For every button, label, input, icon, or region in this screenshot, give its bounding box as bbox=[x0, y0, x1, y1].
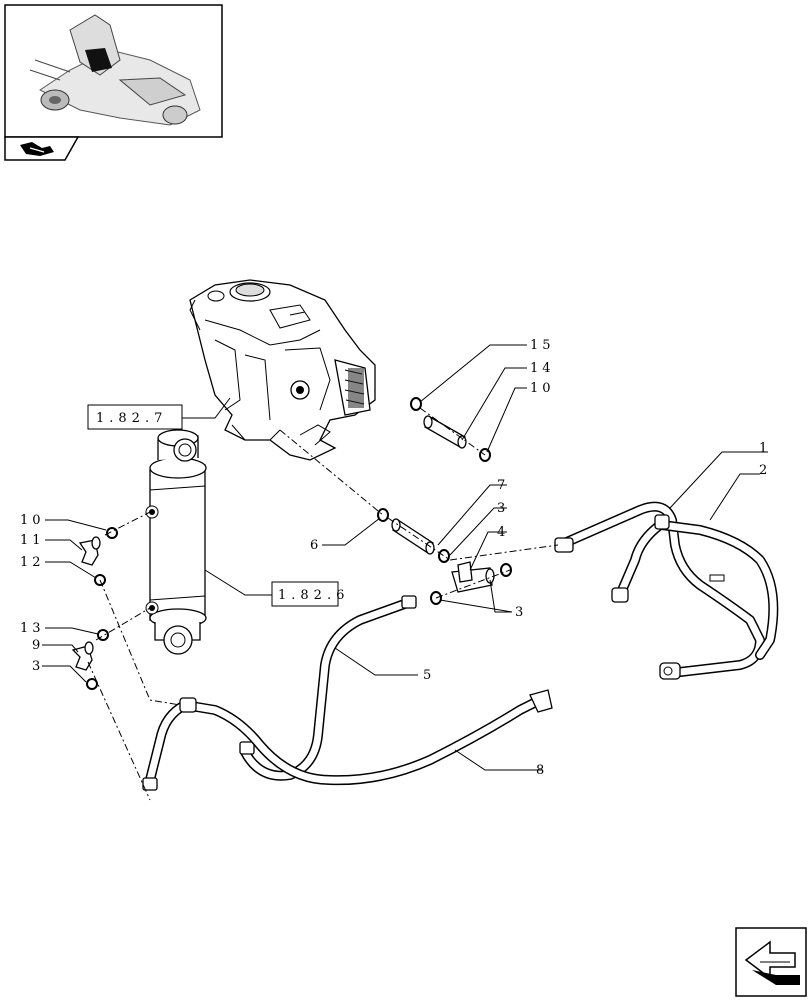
callout-3-c: 3 bbox=[32, 659, 44, 674]
reference-box-valve: 1.82.7 bbox=[87, 404, 183, 430]
hose-1 bbox=[555, 501, 765, 677]
elbow-11 bbox=[78, 536, 101, 566]
callout-13: 13 bbox=[20, 621, 45, 636]
callout-3-b: 3 bbox=[515, 605, 527, 620]
control-valve-assembly bbox=[189, 279, 376, 461]
o-ring-15 bbox=[410, 397, 422, 411]
callout-10-lower: 10 bbox=[20, 513, 45, 528]
callout-11: 11 bbox=[20, 533, 45, 548]
callout-7: 7 bbox=[497, 478, 509, 493]
callout-10-upper: 10 bbox=[530, 381, 555, 396]
assembly-lines bbox=[87, 407, 559, 801]
callouts: 1 2 3 3 3 4 5 6 7 8 9 10 10 11 12 13 14 … bbox=[20, 338, 771, 778]
reference-valve-label: 1.82.7 bbox=[96, 411, 167, 426]
o-ring-3-left bbox=[86, 678, 98, 690]
callout-8: 8 bbox=[536, 763, 548, 778]
callout-14: 14 bbox=[530, 361, 555, 376]
section-arrow-icon bbox=[4, 136, 80, 161]
callout-15: 15 bbox=[530, 338, 555, 353]
callout-4: 4 bbox=[497, 525, 509, 540]
hose-5 bbox=[239, 595, 417, 781]
reference-box-cylinder: 1.82.6 bbox=[271, 581, 349, 607]
o-ring-right bbox=[500, 563, 512, 577]
callout-1: 1 bbox=[759, 441, 771, 456]
reference-cylinder-label: 1.82.6 bbox=[278, 588, 349, 603]
navigation-arrow-icon[interactable] bbox=[735, 927, 807, 997]
callout-12: 12 bbox=[20, 555, 45, 570]
hose-2 bbox=[611, 514, 779, 680]
callout-9: 9 bbox=[32, 638, 44, 653]
callout-6: 6 bbox=[310, 538, 322, 553]
callout-2: 2 bbox=[759, 463, 771, 478]
o-ring-3-mid bbox=[438, 549, 450, 563]
union-14 bbox=[423, 415, 467, 449]
tractor-transmission-thumbnail bbox=[29, 14, 201, 126]
tee-fitting-4 bbox=[451, 561, 495, 593]
callout-3-a: 3 bbox=[497, 501, 509, 516]
o-ring-6 bbox=[377, 508, 389, 522]
callout-5: 5 bbox=[423, 668, 435, 683]
hydraulic-cylinder bbox=[145, 429, 207, 655]
leader-lines bbox=[42, 344, 768, 771]
thumbnail-frame bbox=[4, 4, 223, 161]
hose-8 bbox=[142, 689, 553, 791]
union-7 bbox=[391, 518, 435, 555]
